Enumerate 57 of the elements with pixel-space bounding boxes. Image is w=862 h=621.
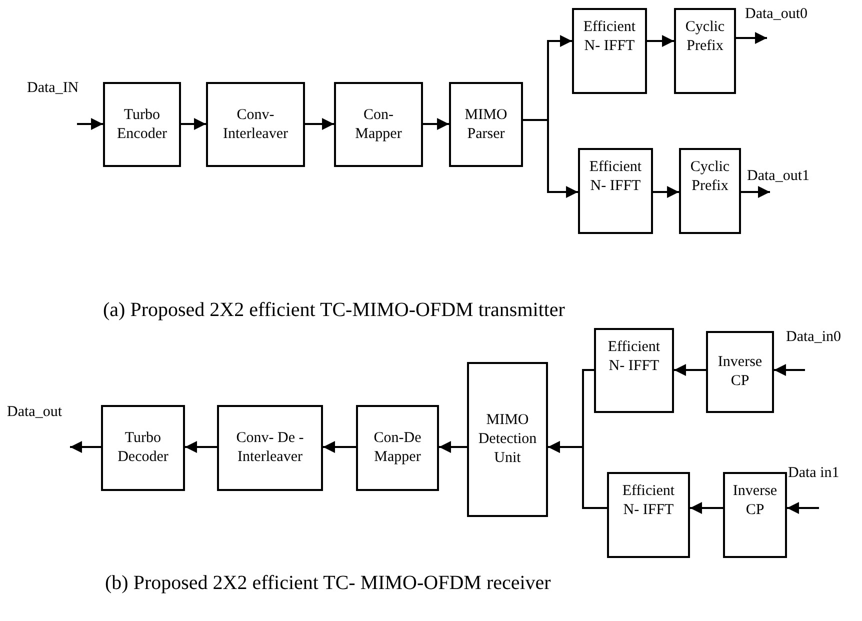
- arrow: [323, 441, 356, 453]
- arrow: [674, 364, 706, 376]
- box-label: Turbo Encoder: [116, 106, 168, 144]
- process-box: [674, 8, 736, 94]
- arrow: [741, 186, 770, 198]
- arrow: [423, 118, 449, 130]
- process-box: [572, 8, 647, 94]
- box-label: Inverse CP: [716, 353, 764, 391]
- signal-label: Data_in0: [786, 329, 841, 346]
- arrow: [77, 118, 103, 130]
- process-box: [578, 148, 653, 234]
- process-box: [206, 82, 305, 167]
- signal-label: Data_out: [7, 403, 62, 422]
- signal-label: Data_out1: [747, 167, 810, 186]
- box-label: Efficient N- IFFT: [582, 18, 637, 56]
- arrow: [647, 35, 674, 47]
- box-label: Efficient N- IFFT: [606, 338, 662, 376]
- box-label: Efficient N- IFFT: [621, 482, 676, 520]
- arrow: [305, 118, 334, 130]
- arrow: [185, 441, 217, 453]
- signal-label: Data in1: [788, 465, 840, 482]
- signal-label: Data_IN: [27, 80, 79, 97]
- box-label: MIMO Detection Unit: [477, 411, 538, 468]
- arrow: [774, 364, 805, 376]
- box-label: Con-De Mapper: [372, 429, 422, 467]
- process-box: [449, 82, 523, 167]
- process-box: [679, 148, 741, 234]
- box-label: Turbo Decoder: [116, 429, 170, 467]
- process-box: [103, 82, 181, 167]
- box-label: Cyclic Prefix: [689, 158, 731, 196]
- figure-caption: (a) Proposed 2X2 efficient TC-MIMO-OFDM transmitter: [103, 299, 565, 322]
- process-box: [334, 82, 423, 167]
- process-box: [607, 472, 690, 558]
- box-label: Con- Mapper: [354, 106, 403, 144]
- process-box: [217, 405, 323, 491]
- process-box: [594, 328, 674, 413]
- figure-caption: (b) Proposed 2X2 efficient TC- MIMO-OFDM receiver: [105, 572, 551, 595]
- arrow: [690, 502, 723, 514]
- arrow: [548, 441, 607, 509]
- arrow: [787, 502, 819, 514]
- arrow: [181, 118, 206, 130]
- box-label: Conv- Interleaver: [222, 106, 289, 144]
- arrow: [439, 441, 467, 453]
- process-box: [706, 331, 774, 413]
- box-label: Cyclic Prefix: [684, 18, 726, 56]
- box-label: Conv- De - Interleaver: [235, 429, 305, 467]
- signal-label: Data_out0: [745, 5, 808, 24]
- box-label: MIMO Parser: [464, 106, 508, 144]
- process-box: [356, 405, 439, 491]
- process-box: [101, 405, 185, 491]
- arrow: [70, 441, 101, 453]
- process-box: [723, 472, 787, 558]
- box-label: Inverse CP: [732, 482, 778, 520]
- arrow: [736, 32, 767, 44]
- box-label: Efficient N- IFFT: [588, 158, 643, 196]
- arrow: [653, 186, 679, 198]
- process-box: [467, 362, 548, 517]
